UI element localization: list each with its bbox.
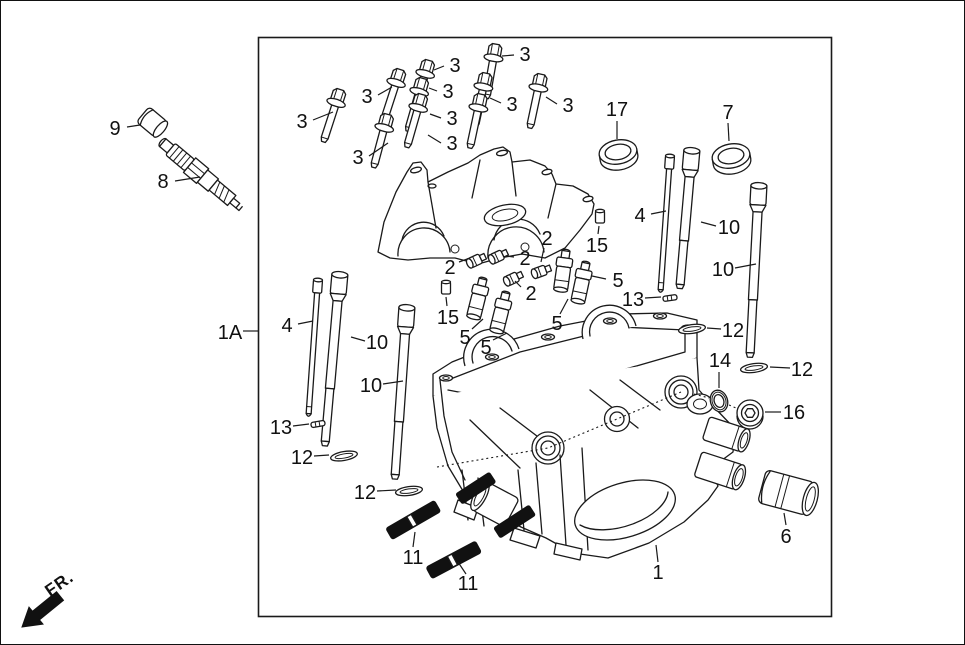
callout-3: 3 xyxy=(519,44,530,66)
callout-12: 12 xyxy=(722,320,744,342)
callout-3: 3 xyxy=(446,133,457,155)
callout-10: 10 xyxy=(718,217,740,239)
callout-5: 5 xyxy=(480,337,491,359)
callout-10: 10 xyxy=(712,259,734,281)
callout-3: 3 xyxy=(506,94,517,116)
part-spark-plug xyxy=(158,137,243,212)
callout-12: 12 xyxy=(791,359,813,381)
callout-11: 11 xyxy=(403,547,424,569)
callout-4: 4 xyxy=(634,205,645,227)
callout-10: 10 xyxy=(360,375,382,397)
callout-11: 11 xyxy=(458,573,479,595)
callout-3: 3 xyxy=(449,55,460,77)
callout-12: 12 xyxy=(291,447,313,469)
callout-3: 3 xyxy=(442,81,453,103)
callout-15: 15 xyxy=(437,307,459,329)
callout-3: 3 xyxy=(296,111,307,133)
callout-7: 7 xyxy=(722,102,733,124)
callout-5: 5 xyxy=(612,270,623,292)
callout-2: 2 xyxy=(519,248,530,270)
callout-15: 15 xyxy=(586,235,608,257)
part-plug xyxy=(758,470,820,517)
callout-2: 2 xyxy=(541,228,552,250)
part-cylinder-head xyxy=(432,304,751,561)
callout-13: 13 xyxy=(270,417,292,439)
callout-9: 9 xyxy=(109,118,120,140)
callout-10: 10 xyxy=(366,332,388,354)
callout-4: 4 xyxy=(281,315,292,337)
leader-lines xyxy=(126,54,791,575)
callout-8: 8 xyxy=(157,171,168,193)
callout-6: 6 xyxy=(780,526,791,548)
callout-13: 13 xyxy=(622,289,644,311)
part-cap xyxy=(440,279,452,295)
part-cam-holder xyxy=(377,146,595,265)
callout-17: 17 xyxy=(606,99,628,121)
callout-3: 3 xyxy=(562,95,573,117)
callout-16: 16 xyxy=(783,402,805,424)
callout-14: 14 xyxy=(709,350,731,372)
part-sealing-washer xyxy=(709,389,729,413)
callout-3: 3 xyxy=(361,86,372,108)
callout-1A: 1A xyxy=(218,322,243,344)
callout-1: 1 xyxy=(652,562,663,584)
callout-2: 2 xyxy=(444,257,455,279)
part-dowel-pin xyxy=(662,293,678,303)
callout-3: 3 xyxy=(352,147,363,169)
part-stud-bolt xyxy=(493,505,536,538)
part-stud-bolt xyxy=(455,472,496,504)
callout-3: 3 xyxy=(446,108,457,130)
callout-5: 5 xyxy=(459,327,470,349)
callout-2: 2 xyxy=(525,283,536,305)
callout-5: 5 xyxy=(551,313,562,335)
part-cap xyxy=(594,208,606,224)
callout-12: 12 xyxy=(354,482,376,504)
front-arrow-icon xyxy=(21,590,65,628)
callouts: 3 3 3 3 3 3 3 3 3 3 9 8 1A 4 4 10 10 10 … xyxy=(109,44,813,595)
part-cap-nut xyxy=(736,399,764,430)
part-plug-cap xyxy=(137,107,169,138)
